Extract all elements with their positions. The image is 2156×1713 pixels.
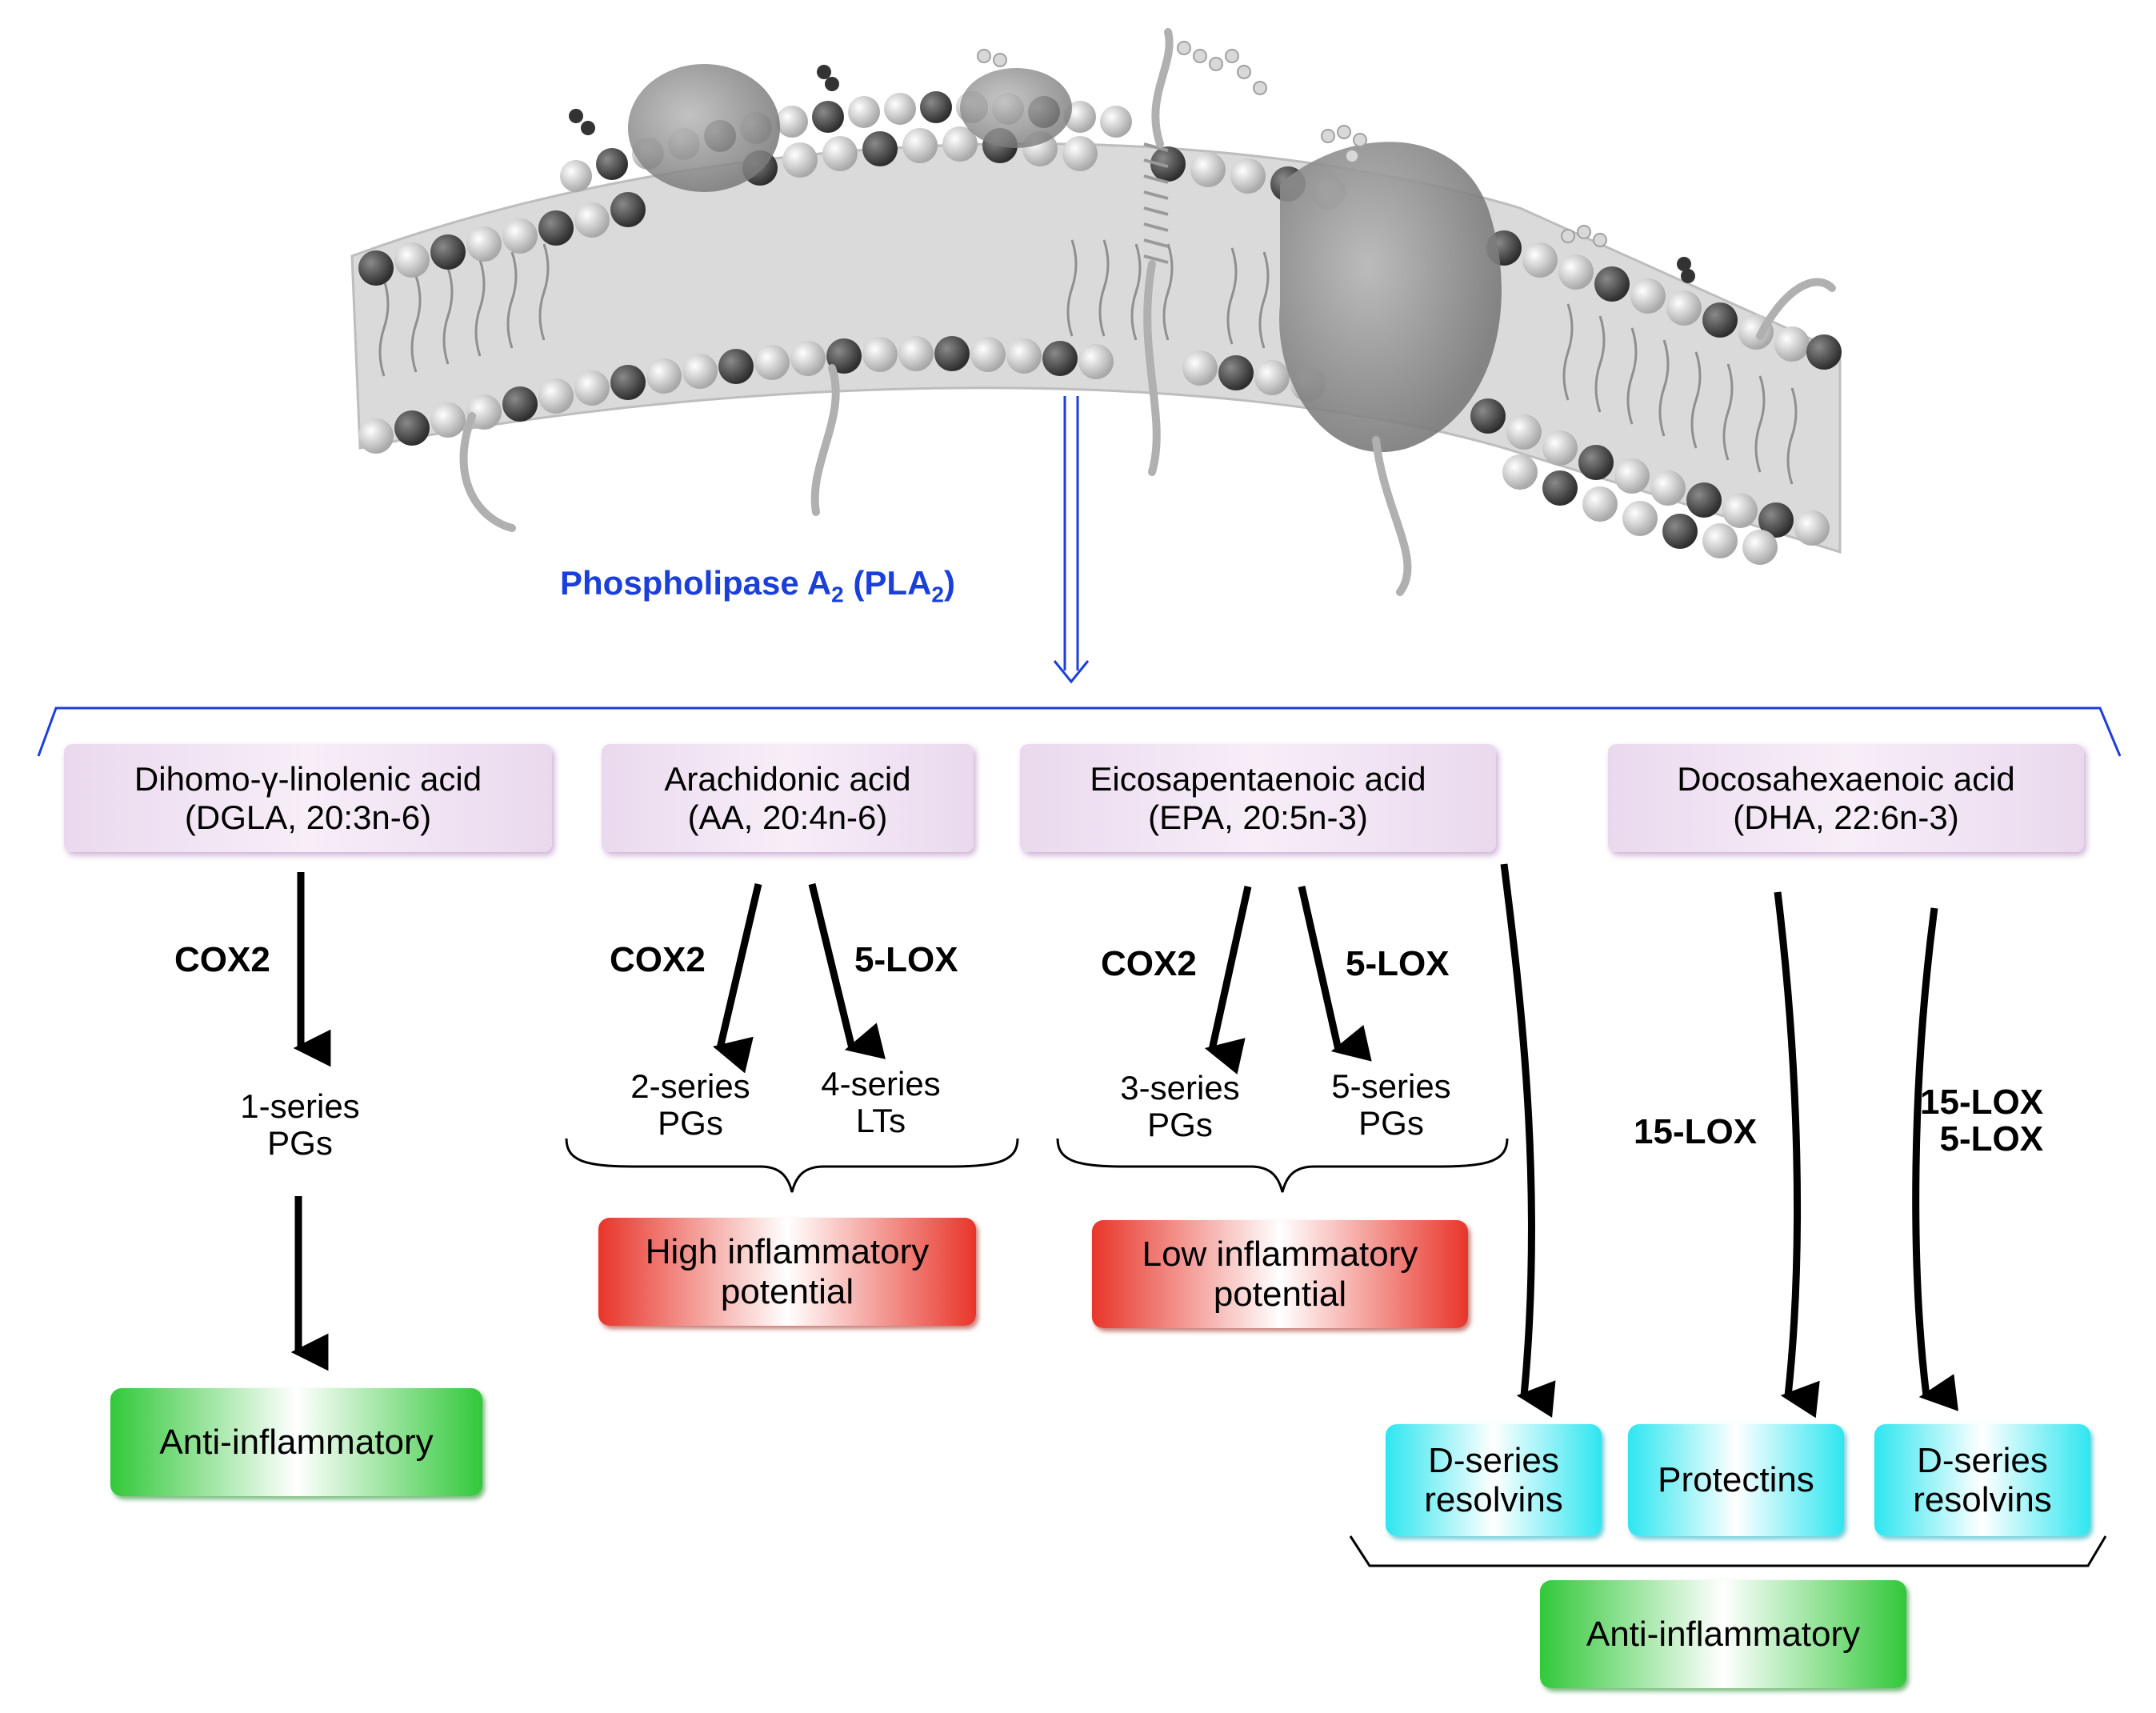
precursor-epa-name: Eicosapentaenoic acid bbox=[1090, 760, 1426, 798]
resolvins-b-line1: D-series bbox=[1917, 1440, 2048, 1480]
product-5-series-line1: 5-series bbox=[1331, 1067, 1451, 1105]
product-5-series-line2: PGs bbox=[1358, 1104, 1424, 1143]
enzyme-name: Phospholipase A bbox=[560, 564, 832, 602]
arrow-epa-5lox bbox=[1298, 886, 1372, 1062]
precursor-dha-detail: (DHA, 22:6n-3) bbox=[1733, 798, 1959, 836]
enzyme-dha-15lox-b: 15-LOX bbox=[1920, 1083, 2044, 1122]
precursor-dgla: Dihomo-γ-linolenic acid (DGLA, 20:3n-6) bbox=[64, 744, 552, 852]
outcome-anti-right-label: Anti-inflammatory bbox=[1586, 1614, 1861, 1654]
resolvins-a-line2: resolvins bbox=[1424, 1480, 1563, 1519]
enzyme-abbr-close: ) bbox=[943, 564, 955, 602]
enzyme-aa-5lox: 5-LOX bbox=[854, 940, 958, 979]
arrow-aa-cox2 bbox=[712, 883, 762, 1074]
outcome-anti-inflammatory-right: Anti-inflammatory bbox=[1540, 1580, 1906, 1688]
product-3-series-line1: 3-series bbox=[1120, 1069, 1240, 1107]
outcome-high-line2: potential bbox=[720, 1271, 854, 1311]
brace-epa-products bbox=[1056, 1138, 1509, 1193]
outcome-low-inflammatory: Low inflammatory potential bbox=[1092, 1220, 1468, 1328]
product-1-series-line1: 1-series bbox=[240, 1087, 360, 1125]
precursor-epa-detail: (EPA, 20:5n-3) bbox=[1148, 798, 1368, 836]
arrow-epa-cox2 bbox=[1204, 886, 1252, 1075]
brace-aa-products bbox=[565, 1138, 1019, 1193]
product-2-series-line1: 2-series bbox=[630, 1067, 750, 1105]
enzyme-abbr-open: (PLA bbox=[843, 564, 932, 602]
phospholipase-a2-label: Phospholipase A2 (PLA2) bbox=[560, 564, 955, 607]
precursor-bracket bbox=[37, 706, 2122, 757]
product-2-series-line2: PGs bbox=[658, 1104, 723, 1143]
arrow-epa-resolvins bbox=[1500, 863, 1556, 1418]
arrow-dha-protectins bbox=[1774, 891, 1820, 1419]
outcome-high-line1: High inflammatory bbox=[645, 1232, 930, 1272]
outcome-protectins: Protectins bbox=[1628, 1424, 1844, 1536]
outcome-high-inflammatory: High inflammatory potential bbox=[598, 1218, 976, 1326]
outcome-anti-left-label: Anti-inflammatory bbox=[159, 1422, 434, 1462]
precursor-aa: Arachidonic acid (AA, 20:4n-6) bbox=[602, 744, 974, 852]
enzyme-dha-5lox-b: 5-LOX bbox=[1939, 1119, 2044, 1159]
product-4-series-lts: 4-series LTs bbox=[797, 1065, 965, 1140]
enzyme-subscript: 2 bbox=[831, 582, 844, 607]
product-4-series-line1: 4-series bbox=[821, 1065, 941, 1103]
product-1-series-pgs: 1-series PGs bbox=[216, 1087, 384, 1163]
outcome-anti-inflammatory-left: Anti-inflammatory bbox=[110, 1388, 482, 1496]
enzyme-dha-15lox: 15-LOX bbox=[1634, 1112, 1758, 1151]
arrow-aa-5lox bbox=[808, 883, 886, 1059]
precursor-dha-name: Docosahexaenoic acid bbox=[1677, 760, 2015, 798]
resolvins-b-line2: resolvins bbox=[1913, 1480, 2052, 1519]
product-3-series-pgs: 3-series PGs bbox=[1096, 1069, 1264, 1144]
precursor-epa: Eicosapentaenoic acid (EPA, 20:5n-3) bbox=[1020, 744, 1496, 852]
arrow-dha-resolvins bbox=[1912, 907, 1958, 1411]
outcome-d-series-resolvins-dha: D-series resolvins bbox=[1874, 1424, 2090, 1536]
outcome-low-line2: potential bbox=[1213, 1274, 1347, 1314]
outcome-low-line1: Low inflammatory bbox=[1142, 1235, 1418, 1275]
precursor-aa-detail: (AA, 20:4n-6) bbox=[687, 798, 888, 836]
precursor-dha: Docosahexaenoic acid (DHA, 22:6n-3) bbox=[1608, 744, 2084, 852]
enzyme-abbr-subscript: 2 bbox=[931, 582, 944, 607]
pla2-double-arrow bbox=[1053, 396, 1090, 684]
product-5-series-pgs: 5-series PGs bbox=[1307, 1067, 1475, 1143]
enzyme-aa-cox2: COX2 bbox=[610, 940, 706, 979]
precursor-dgla-detail: (DGLA, 20:3n-6) bbox=[184, 798, 432, 836]
enzyme-dgla-cox2: COX2 bbox=[174, 940, 270, 979]
product-3-series-line2: PGs bbox=[1147, 1106, 1213, 1144]
cell-membrane-illustration bbox=[350, 28, 1842, 596]
enzyme-dha-15lox-5lox: 15-LOX 5-LOX bbox=[1920, 1083, 2044, 1159]
product-4-series-line2: LTs bbox=[855, 1102, 906, 1140]
enzyme-epa-5lox: 5-LOX bbox=[1346, 944, 1450, 983]
resolvins-a-line1: D-series bbox=[1428, 1440, 1559, 1480]
enzyme-epa-cox2: COX2 bbox=[1101, 944, 1197, 983]
precursor-aa-name: Arachidonic acid bbox=[664, 760, 911, 798]
outcome-d-series-resolvins-epa: D-series resolvins bbox=[1386, 1424, 1602, 1536]
protectins-label: Protectins bbox=[1658, 1460, 1814, 1500]
precursor-dgla-name: Dihomo-γ-linolenic acid bbox=[134, 760, 482, 798]
product-2-series-pgs: 2-series PGs bbox=[606, 1067, 774, 1143]
product-1-series-line2: PGs bbox=[267, 1124, 333, 1163]
resolvins-bracket bbox=[1349, 1535, 2107, 1567]
